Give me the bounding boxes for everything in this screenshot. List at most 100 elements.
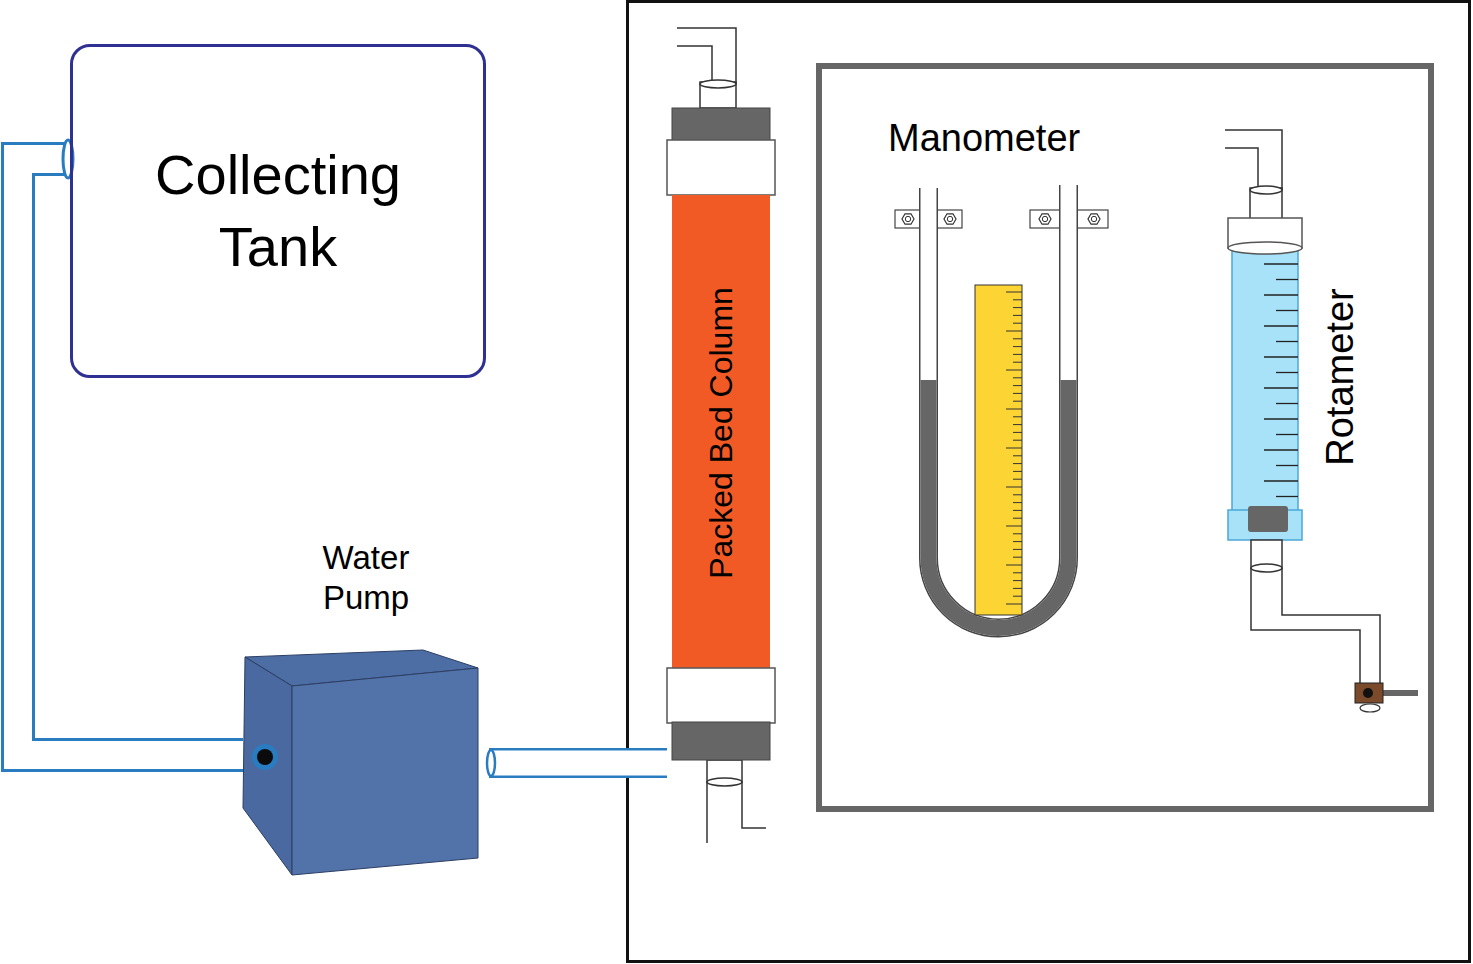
manometer: Manometer <box>885 115 1125 655</box>
scale-tick <box>1006 331 1022 332</box>
scale-tick <box>1013 346 1022 347</box>
scale-tick <box>1013 393 1022 394</box>
u-tube-wall <box>929 185 1069 628</box>
scale-tick <box>1006 448 1022 449</box>
tank-label: Collecting Tank <box>133 139 423 283</box>
pipe-wall <box>18 159 243 755</box>
pipe-wall <box>489 748 667 778</box>
rotameter-top-rim <box>1228 242 1302 254</box>
u-tube-bore <box>929 185 1069 628</box>
scale-tick <box>1013 471 1022 472</box>
scale-tick <box>1013 401 1022 402</box>
bolt-hole <box>947 216 952 221</box>
rotameter-outlet-hook <box>1225 148 1258 188</box>
scale-tick <box>1013 377 1022 378</box>
column-packing <box>672 195 770 670</box>
control-valve <box>1355 683 1383 703</box>
bolt-hex <box>1039 214 1051 224</box>
outlet-pipe-hook <box>677 28 736 84</box>
scale-tick <box>1006 370 1022 371</box>
scale-tick <box>1013 479 1022 480</box>
rotameter-float <box>1248 506 1288 532</box>
rotameter-label: Rotameter <box>1319 288 1361 465</box>
rotameter-tick <box>1264 294 1298 295</box>
rotameter-tick <box>1276 372 1298 373</box>
scale-tick <box>1013 299 1022 300</box>
scale-tick <box>1013 580 1022 581</box>
bolt-hex <box>1088 214 1100 224</box>
rotameter-tick <box>1264 325 1298 326</box>
pump-inlet <box>257 749 273 765</box>
bolt-hole <box>1042 216 1047 221</box>
rotameter-tick <box>1276 310 1298 311</box>
rotameter-outlet-end <box>1250 186 1282 194</box>
column-bottom-band <box>672 722 770 760</box>
pipe-bore <box>489 751 667 776</box>
valve-handle <box>1380 690 1418 696</box>
pipe-bore <box>18 159 243 755</box>
packed-bed-column: Packed Bed Column <box>667 106 775 762</box>
column-top-collar <box>667 140 775 195</box>
packed-bed-column-parts <box>667 108 775 760</box>
rotameter-tick <box>1264 356 1298 357</box>
water-pipe <box>489 763 667 764</box>
scale-tick <box>1013 549 1022 550</box>
valve-stem <box>1363 688 1373 698</box>
scale-tick <box>1013 432 1022 433</box>
bolt-hex <box>902 214 914 224</box>
water-pump-parts <box>243 650 478 875</box>
inner-panel <box>819 66 1431 809</box>
scale-tick <box>1013 541 1022 542</box>
rotameter-tick <box>1264 387 1298 388</box>
rotameter-inlet-line <box>1251 568 1360 686</box>
rotameter-tick <box>1264 418 1298 419</box>
scale-tick <box>1006 604 1022 605</box>
scale-tick <box>1013 323 1022 324</box>
rotameter-tick <box>1264 263 1298 264</box>
pump-side-face <box>243 657 292 875</box>
rotameter-tick <box>1264 480 1298 481</box>
pump-outlet-fitting <box>487 750 495 776</box>
bolt-hex <box>944 214 956 224</box>
scale-tick <box>1013 494 1022 495</box>
bolt-hole <box>1091 216 1096 221</box>
scale-tick <box>1006 292 1022 293</box>
column-inlet-pipe <box>707 760 766 843</box>
scale-tick <box>1013 315 1022 316</box>
scale-tick <box>1013 416 1022 417</box>
column-label: Packed Bed Column <box>703 287 739 579</box>
manometer-drawing <box>885 115 1115 643</box>
scale-tick <box>1013 362 1022 363</box>
scale-tick <box>1013 518 1022 519</box>
rotameter-label-area: Rotameter <box>1310 277 1370 477</box>
outlet-pipe-hook <box>677 46 712 80</box>
scale-tick <box>1013 588 1022 589</box>
outer-panel <box>628 2 1470 962</box>
scale-tick <box>1013 385 1022 386</box>
water-pipe <box>18 159 243 755</box>
manometer-parts <box>895 185 1108 628</box>
scale-tick <box>1013 338 1022 339</box>
scale-tick <box>1006 565 1022 566</box>
manometer-label: Manometer <box>885 115 1125 161</box>
pump-label: Water Pump <box>301 538 431 618</box>
bolt-hole <box>905 216 910 221</box>
scale-tick <box>1013 596 1022 597</box>
scale-tick <box>1006 487 1022 488</box>
scale-tick <box>1013 463 1022 464</box>
rotameter-parts <box>1225 130 1418 712</box>
rotameter-tick <box>1276 279 1298 280</box>
scale-tick <box>1013 424 1022 425</box>
scale-tick <box>1006 526 1022 527</box>
column-top-band <box>672 108 770 142</box>
inlet-pipe-end <box>707 778 742 786</box>
rotameter-tick <box>1276 403 1298 404</box>
column-outlet-pipe <box>677 28 736 108</box>
collecting-tank: Collecting Tank <box>70 44 486 378</box>
scale-tick <box>1013 510 1022 511</box>
rotameter-tick <box>1276 465 1298 466</box>
scale-tick <box>1013 502 1022 503</box>
